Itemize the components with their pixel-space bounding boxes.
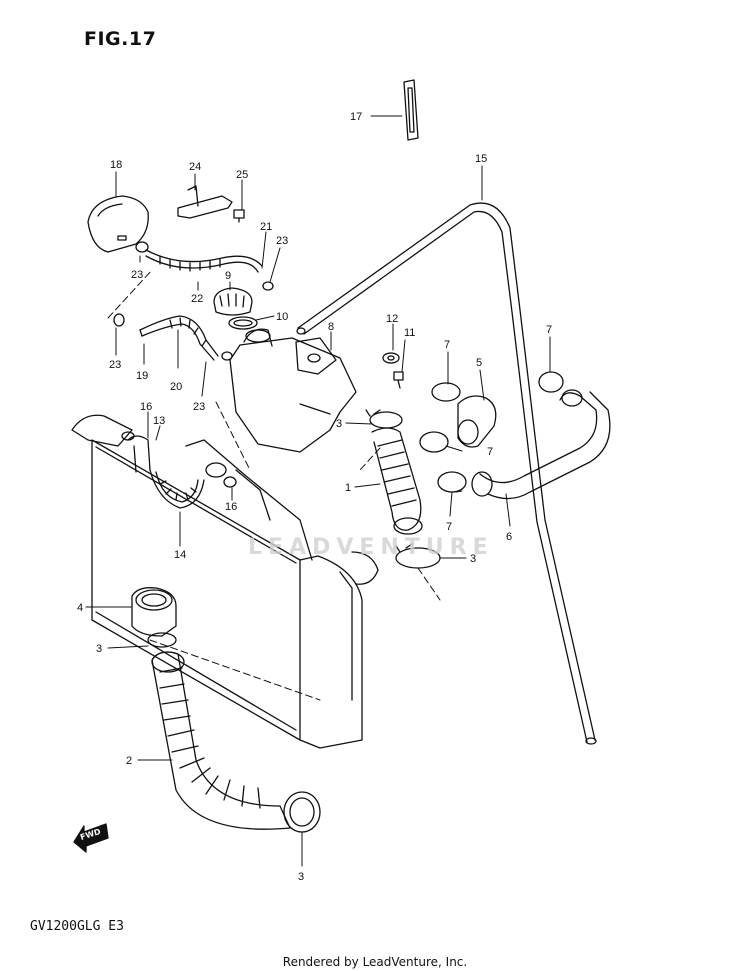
- callout-13[interactable]: 13: [153, 415, 165, 427]
- part-9-cap[interactable]: [213, 287, 253, 316]
- callout-22[interactable]: 22: [191, 293, 203, 305]
- part-18-cover[interactable]: [87, 195, 149, 253]
- fwd-arrow-icon: [73, 823, 109, 853]
- callout-labels: 17 18 24 25 15 21 23 23 9 22 10 23 8 12 …: [77, 111, 552, 883]
- model-code: GV1200GLG E3: [30, 919, 124, 934]
- radiator[interactable]: [71, 414, 379, 749]
- part-10-seal[interactable]: [228, 316, 258, 330]
- callout-7[interactable]: 7: [446, 521, 452, 533]
- callout-5[interactable]: 5: [476, 357, 482, 369]
- part-4-fitting[interactable]: [131, 587, 177, 637]
- callout-20[interactable]: 20: [170, 381, 182, 393]
- part-17-clip[interactable]: [403, 79, 419, 141]
- footer-credit: Rendered by LeadVenture, Inc.: [282, 955, 468, 969]
- part-11-bolt[interactable]: [393, 371, 404, 389]
- callout-17[interactable]: 17: [350, 111, 362, 123]
- callout-1[interactable]: 1: [345, 482, 351, 494]
- part-7-clamp[interactable]: [419, 371, 564, 493]
- part-25-bolt[interactable]: [233, 209, 245, 223]
- callout-3[interactable]: 3: [470, 553, 476, 565]
- callout-6[interactable]: 6: [506, 531, 512, 543]
- figure-title: FIG.17: [84, 28, 157, 50]
- callout-21[interactable]: 21: [260, 221, 272, 233]
- part-13-pipe[interactable]: [127, 435, 151, 473]
- callout-3[interactable]: 3: [298, 871, 304, 883]
- callout-7[interactable]: 7: [444, 339, 450, 351]
- callout-14[interactable]: 14: [174, 549, 186, 561]
- part-22-hose[interactable]: [145, 249, 263, 273]
- callout-18[interactable]: 18: [110, 159, 122, 171]
- callout-3[interactable]: 3: [96, 643, 102, 655]
- watermark: LEADVENTURE: [248, 535, 494, 560]
- callout-3[interactable]: 3: [336, 418, 342, 430]
- part-6-hose[interactable]: [471, 389, 611, 500]
- callout-23[interactable]: 23: [276, 235, 288, 247]
- callout-8[interactable]: 8: [328, 321, 334, 333]
- callout-2[interactable]: 2: [126, 755, 132, 767]
- callout-23[interactable]: 23: [131, 269, 143, 281]
- callout-16[interactable]: 16: [140, 401, 152, 413]
- part-1-hose[interactable]: [371, 427, 423, 535]
- callout-19[interactable]: 19: [136, 370, 148, 382]
- callout-4[interactable]: 4: [77, 602, 83, 614]
- part-2-hose[interactable]: [151, 651, 291, 830]
- part-8-reservoir-tank[interactable]: [229, 328, 357, 453]
- callout-11[interactable]: 11: [404, 327, 415, 339]
- callout-15[interactable]: 15: [475, 153, 487, 165]
- callout-23[interactable]: 23: [109, 359, 121, 371]
- callout-10[interactable]: 10: [276, 311, 288, 323]
- part-16-clamp[interactable]: [121, 431, 237, 488]
- part-15-overflow-tube[interactable]: [296, 202, 597, 745]
- callout-25[interactable]: 25: [236, 169, 248, 181]
- callout-23[interactable]: 23: [193, 401, 205, 413]
- callout-24[interactable]: 24: [189, 161, 201, 173]
- callout-7[interactable]: 7: [487, 446, 493, 458]
- part-24-bracket[interactable]: [177, 185, 233, 219]
- assembly-guides: [107, 269, 441, 701]
- part-20-hose[interactable]: [139, 315, 219, 361]
- part-5-hose[interactable]: [457, 395, 497, 448]
- part-3-clamp[interactable]: [147, 409, 441, 833]
- part-12-washer[interactable]: [382, 352, 400, 364]
- callout-16[interactable]: 16: [225, 501, 237, 513]
- leader-lines: [85, 115, 551, 867]
- callout-7[interactable]: 7: [546, 324, 552, 336]
- part-14-hose[interactable]: [149, 469, 205, 509]
- callout-12[interactable]: 12: [386, 313, 398, 325]
- callout-9[interactable]: 9: [225, 270, 231, 282]
